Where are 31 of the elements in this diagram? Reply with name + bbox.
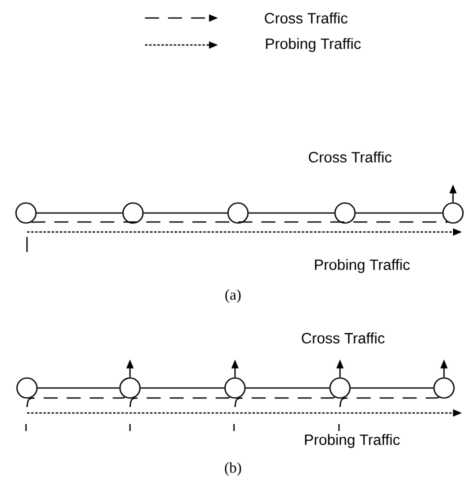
cross-traffic-path bbox=[129, 396, 230, 408]
traffic-label: Cross Traffic bbox=[302, 332, 385, 344]
router-circle bbox=[433, 377, 455, 399]
subfigure-label: (b) bbox=[224, 462, 242, 476]
router-circle bbox=[334, 202, 356, 224]
router-circle bbox=[227, 202, 249, 224]
legend-label: Probing Traffic bbox=[266, 38, 361, 52]
traffic-label: Probing Traffic bbox=[305, 434, 400, 448]
router-circle bbox=[224, 377, 246, 399]
cross-traffic-path bbox=[26, 396, 125, 408]
link-line bbox=[350, 387, 434, 389]
link-line bbox=[36, 212, 122, 214]
link-line bbox=[356, 212, 442, 214]
router-circle bbox=[122, 202, 144, 224]
cross-traffic-path bbox=[234, 396, 335, 408]
router-circle bbox=[119, 377, 141, 399]
link-line bbox=[248, 212, 334, 214]
link-line bbox=[246, 387, 330, 389]
cross-traffic-path bbox=[31, 221, 448, 223]
subfigure-label: (a) bbox=[225, 289, 241, 303]
cross-traffic-path bbox=[339, 396, 439, 408]
traffic-label: Probing Traffic bbox=[315, 259, 410, 273]
router-circle bbox=[15, 202, 37, 224]
link-line bbox=[38, 387, 120, 389]
legend-label: Cross Traffic bbox=[264, 12, 348, 24]
traffic-label: Cross Traffic bbox=[308, 152, 392, 162]
link-line bbox=[140, 387, 224, 389]
router-circle bbox=[442, 202, 464, 224]
link-line bbox=[144, 212, 228, 214]
router-circle bbox=[16, 377, 38, 399]
router-circle bbox=[329, 377, 351, 399]
